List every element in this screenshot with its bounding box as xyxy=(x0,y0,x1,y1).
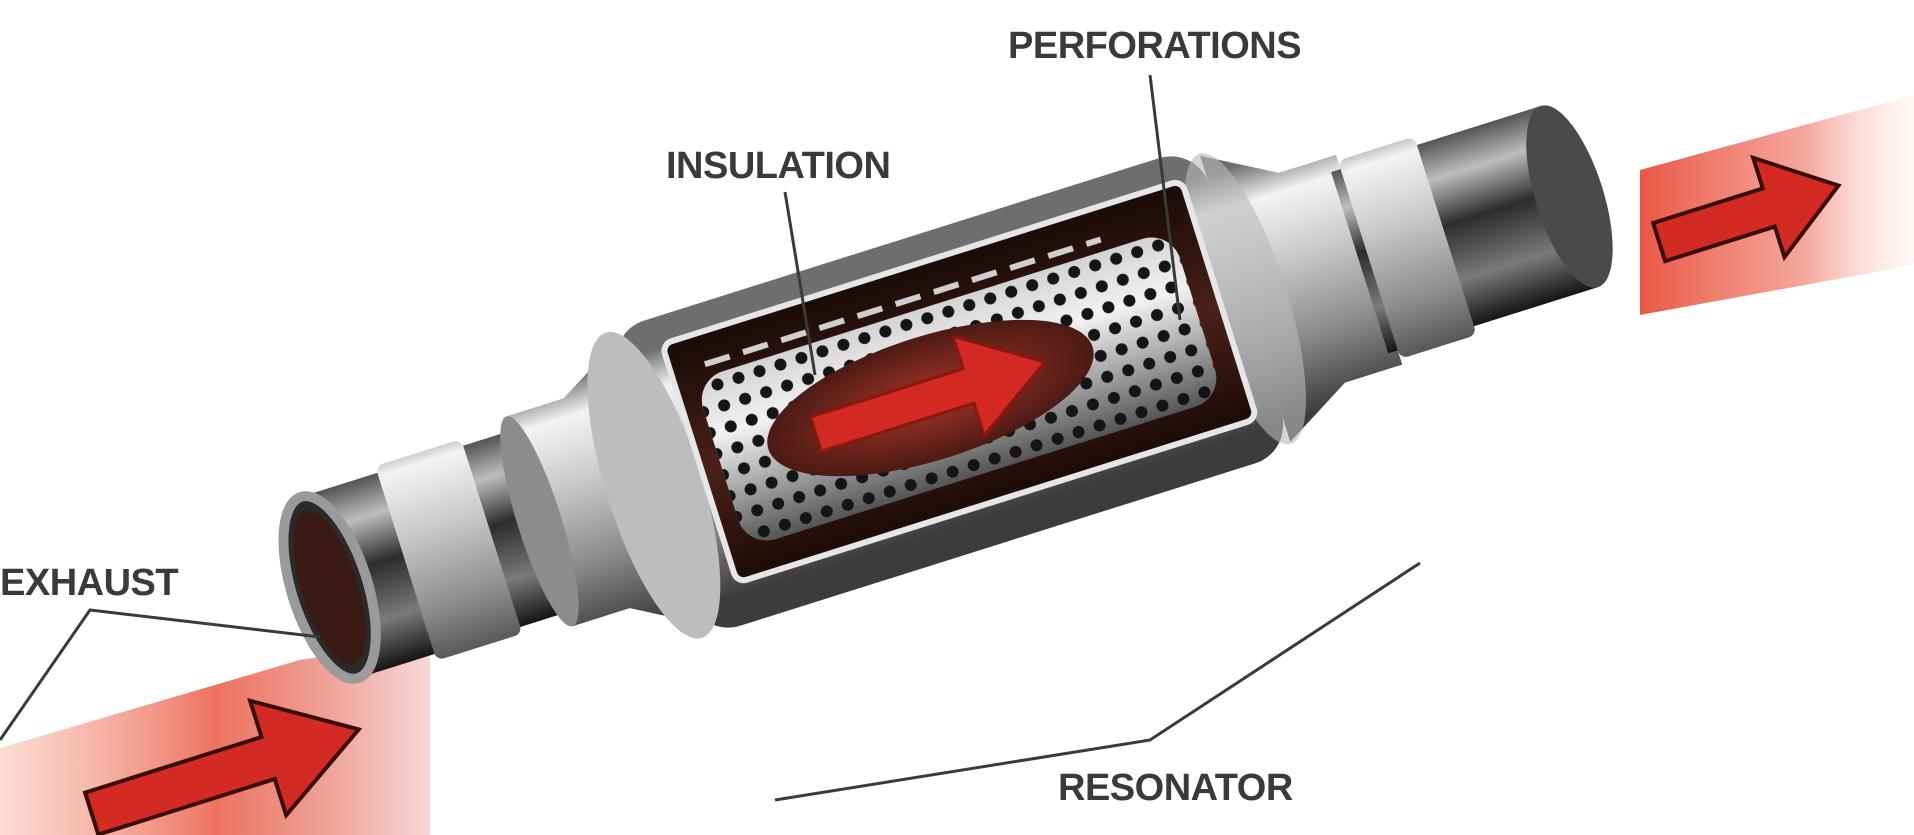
arrow-right-icon xyxy=(82,697,363,835)
outlet-pipe xyxy=(1331,105,1613,357)
resonator-label: RESONATOR xyxy=(1058,767,1293,809)
resonator-leader xyxy=(774,561,1421,802)
arrow-right-icon xyxy=(1650,154,1842,264)
perforations-leader xyxy=(1148,74,1182,321)
perforations-label: PERFORATIONS xyxy=(1008,25,1301,67)
exhaust-label: EXHAUST xyxy=(0,562,178,604)
arrow-right-icon xyxy=(808,334,1048,454)
insulation-line xyxy=(703,236,1102,368)
resonator-body xyxy=(278,105,1613,684)
insulation-leader xyxy=(783,191,817,376)
exhaust-leader xyxy=(0,608,321,741)
insulation-label: INSULATION xyxy=(666,145,890,187)
